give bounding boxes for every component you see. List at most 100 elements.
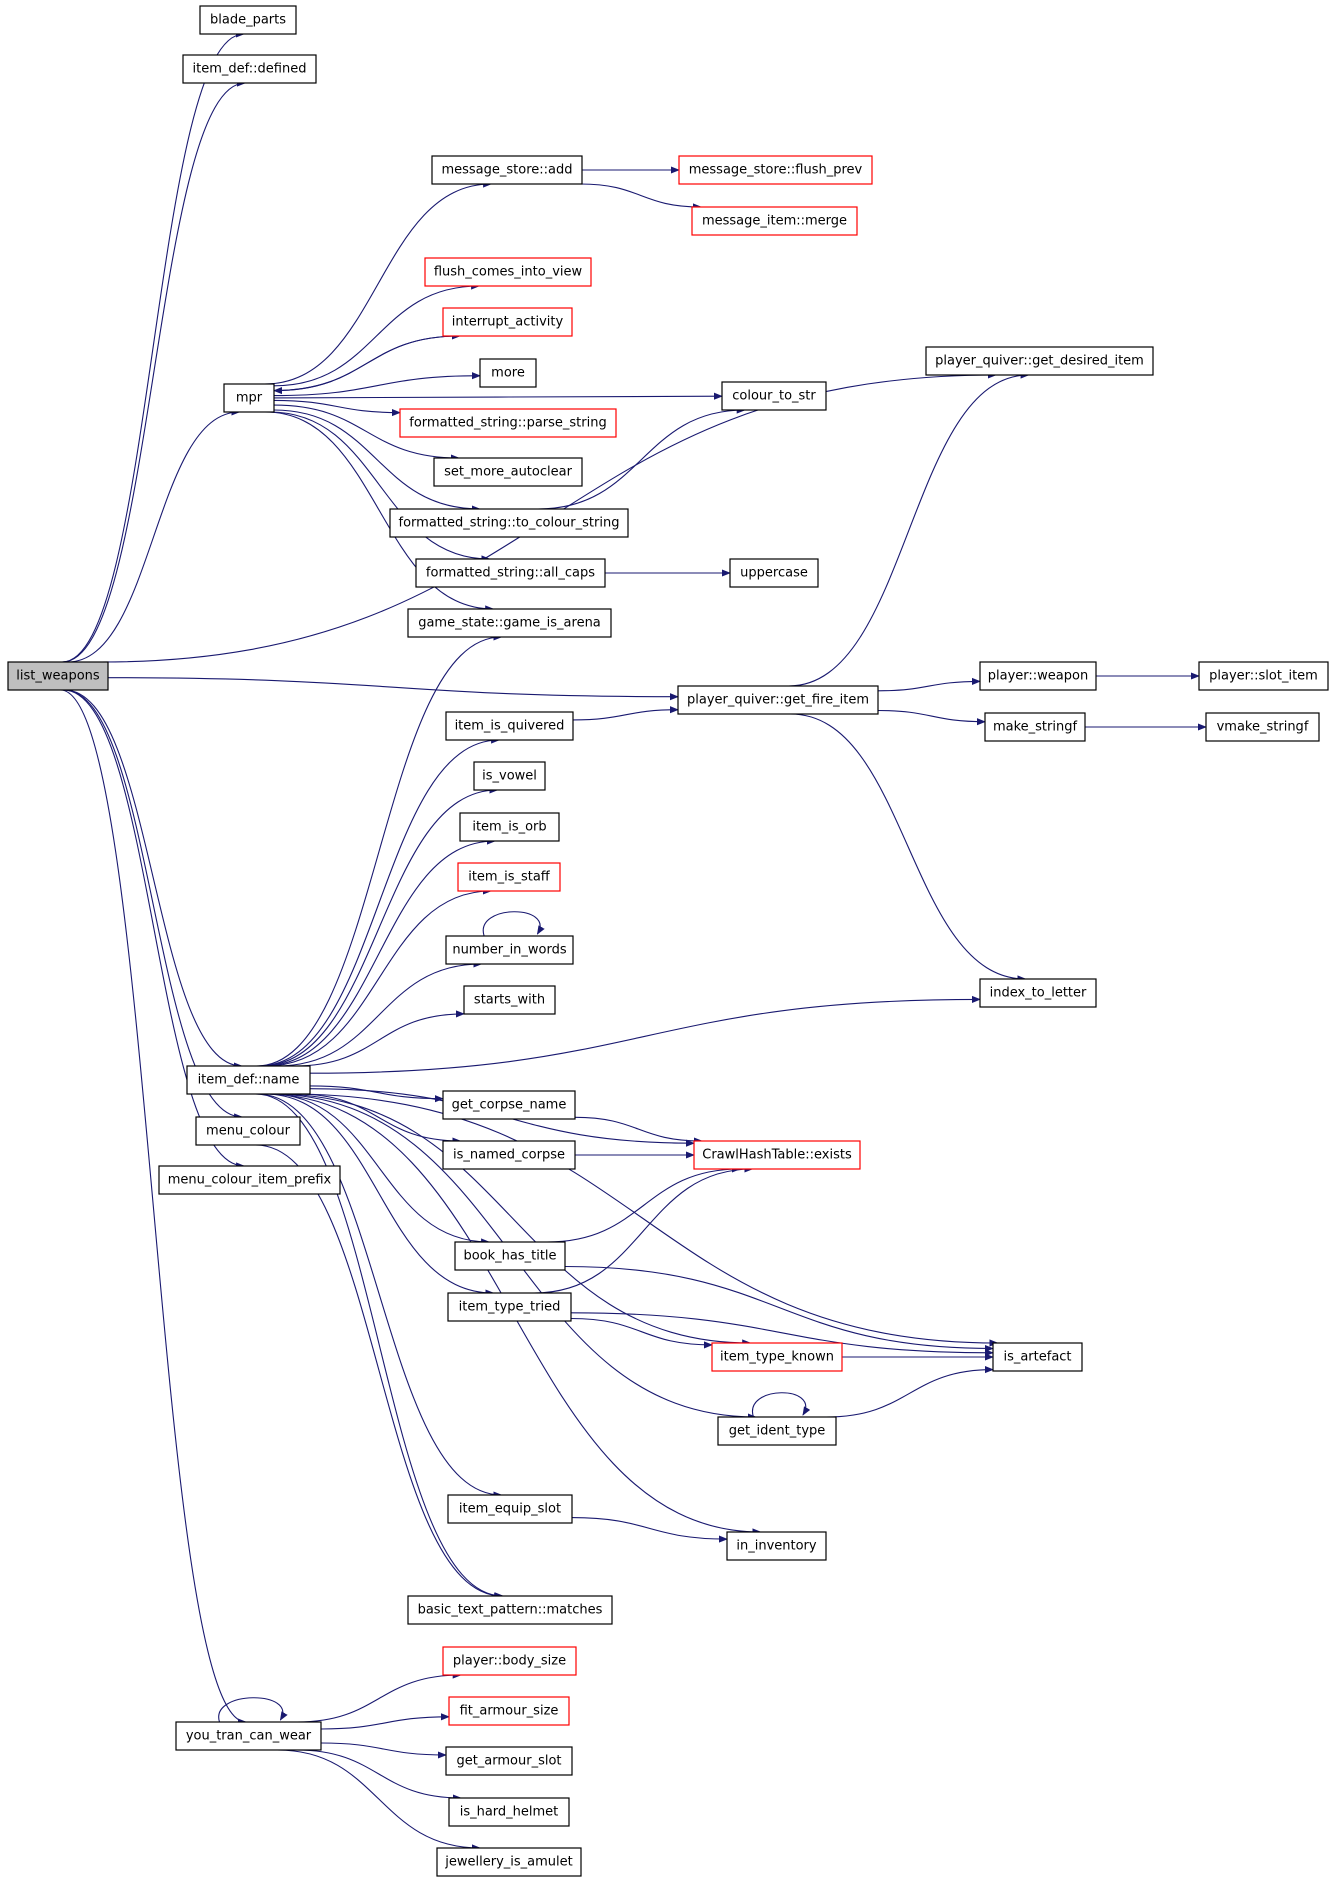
node-in_inventory[interactable]: in_inventory [726, 1531, 827, 1561]
node-box-is_hard_helmet[interactable] [448, 1797, 570, 1827]
node-item_def_name[interactable]: item_def::name [186, 1065, 311, 1095]
node-box-item_is_orb[interactable] [459, 812, 560, 842]
node-box-starts_with[interactable] [463, 985, 556, 1015]
node-interrupt_activity[interactable]: interrupt_activity [442, 307, 573, 337]
node-box-menu_colour_item_prefix[interactable] [158, 1165, 341, 1195]
node-is_vowel[interactable]: is_vowel [473, 761, 546, 791]
node-box-flush_comes_into_view[interactable] [424, 257, 592, 287]
node-box-formatted_string_to_colour_string[interactable] [389, 508, 629, 538]
node-box-item_def_defined[interactable] [182, 54, 317, 84]
node-player_quiver_get_fire_item[interactable]: player_quiver::get_fire_item [677, 685, 879, 715]
node-is_artefact[interactable]: is_artefact [992, 1342, 1083, 1372]
node-box-jewellery_is_amulet[interactable] [436, 1847, 582, 1877]
node-menu_colour_item_prefix[interactable]: menu_colour_item_prefix [158, 1165, 341, 1195]
node-more[interactable]: more [479, 358, 537, 388]
node-formatted_string_all_caps[interactable]: formatted_string::all_caps [415, 558, 606, 588]
node-flush_comes_into_view[interactable]: flush_comes_into_view [424, 257, 592, 287]
node-blade_parts[interactable]: blade_parts [199, 5, 297, 35]
node-box-get_corpse_name[interactable] [442, 1090, 576, 1120]
node-get_armour_slot[interactable]: get_armour_slot [445, 1746, 573, 1776]
node-you_tran_can_wear[interactable]: you_tran_can_wear [175, 1721, 322, 1751]
node-game_state_game_is_arena[interactable]: game_state::game_is_arena [407, 608, 612, 638]
node-box-player_quiver_get_desired_item[interactable] [925, 346, 1154, 376]
node-index_to_letter[interactable]: index_to_letter [979, 978, 1097, 1008]
node-box-player_slot_item[interactable] [1198, 661, 1329, 691]
node-item_is_staff[interactable]: item_is_staff [457, 862, 561, 892]
node-box-fit_armour_size[interactable] [448, 1696, 570, 1726]
node-player_quiver_get_desired_item[interactable]: player_quiver::get_desired_item [925, 346, 1154, 376]
node-item_is_quivered[interactable]: item_is_quivered [445, 711, 574, 741]
node-box-is_artefact[interactable] [992, 1342, 1083, 1372]
node-item_equip_slot[interactable]: item_equip_slot [447, 1494, 573, 1524]
node-box-player_body_size[interactable] [442, 1646, 577, 1676]
node-box-item_type_known[interactable] [711, 1342, 843, 1372]
node-message_store_add[interactable]: message_store::add [431, 155, 583, 185]
node-box-get_ident_type[interactable] [717, 1416, 837, 1446]
node-starts_with[interactable]: starts_with [463, 985, 556, 1015]
node-box-make_stringf[interactable] [984, 712, 1086, 742]
node-box-player_quiver_get_fire_item[interactable] [677, 685, 879, 715]
node-box-is_named_corpse[interactable] [442, 1140, 576, 1170]
node-item_is_orb[interactable]: item_is_orb [459, 812, 560, 842]
node-item_type_tried[interactable]: item_type_tried [447, 1292, 572, 1322]
node-player_weapon[interactable]: player::weapon [979, 661, 1097, 691]
node-is_hard_helmet[interactable]: is_hard_helmet [448, 1797, 570, 1827]
node-box-more[interactable] [479, 358, 537, 388]
node-box-vmake_stringf[interactable] [1205, 712, 1320, 742]
node-box-list_weapons[interactable] [7, 661, 109, 691]
node-box-game_state_game_is_arena[interactable] [407, 608, 612, 638]
node-fit_armour_size[interactable]: fit_armour_size [448, 1696, 570, 1726]
node-box-player_weapon[interactable] [979, 661, 1097, 691]
node-list_weapons[interactable]: list_weapons [7, 661, 109, 691]
node-box-is_vowel[interactable] [473, 761, 546, 791]
node-box-item_is_staff[interactable] [457, 862, 561, 892]
node-box-index_to_letter[interactable] [979, 978, 1097, 1008]
node-basic_text_pattern_matches[interactable]: basic_text_pattern::matches [407, 1595, 613, 1625]
node-box-item_is_quivered[interactable] [445, 711, 574, 741]
node-item_def_defined[interactable]: item_def::defined [182, 54, 317, 84]
node-box-basic_text_pattern_matches[interactable] [407, 1595, 613, 1625]
node-box-formatted_string_all_caps[interactable] [415, 558, 606, 588]
node-formatted_string_to_colour_string[interactable]: formatted_string::to_colour_string [389, 508, 629, 538]
node-item_type_known[interactable]: item_type_known [711, 1342, 843, 1372]
node-box-item_equip_slot[interactable] [447, 1494, 573, 1524]
node-box-message_item_merge[interactable] [691, 206, 858, 236]
node-uppercase[interactable]: uppercase [729, 558, 819, 588]
node-box-book_has_title[interactable] [454, 1241, 566, 1271]
node-box-interrupt_activity[interactable] [442, 307, 573, 337]
node-box-menu_colour[interactable] [195, 1116, 301, 1146]
node-box-in_inventory[interactable] [726, 1531, 827, 1561]
node-vmake_stringf[interactable]: vmake_stringf [1205, 712, 1320, 742]
node-box-uppercase[interactable] [729, 558, 819, 588]
node-is_named_corpse[interactable]: is_named_corpse [442, 1140, 576, 1170]
node-box-message_store_add[interactable] [431, 155, 583, 185]
node-box-message_store_flush_prev[interactable] [678, 155, 873, 185]
node-get_ident_type[interactable]: get_ident_type [717, 1416, 837, 1446]
node-box-item_type_tried[interactable] [447, 1292, 572, 1322]
node-box-formatted_string_parse_string[interactable] [399, 408, 617, 438]
node-box-crawl_hash_table_exists[interactable] [693, 1140, 861, 1170]
node-box-get_armour_slot[interactable] [445, 1746, 573, 1776]
node-message_store_flush_prev[interactable]: message_store::flush_prev [678, 155, 873, 185]
node-get_corpse_name[interactable]: get_corpse_name [442, 1090, 576, 1120]
node-make_stringf[interactable]: make_stringf [984, 712, 1086, 742]
node-menu_colour[interactable]: menu_colour [195, 1116, 301, 1146]
node-box-you_tran_can_wear[interactable] [175, 1721, 322, 1751]
node-box-mpr[interactable] [223, 383, 275, 413]
node-box-set_more_autoclear[interactable] [433, 457, 583, 487]
node-message_item_merge[interactable]: message_item::merge [691, 206, 858, 236]
node-number_in_words[interactable]: number_in_words [445, 935, 574, 965]
node-player_slot_item[interactable]: player::slot_item [1198, 661, 1329, 691]
node-colour_to_str[interactable]: colour_to_str [721, 381, 827, 411]
node-box-colour_to_str[interactable] [721, 381, 827, 411]
node-formatted_string_parse_string[interactable]: formatted_string::parse_string [399, 408, 617, 438]
node-crawl_hash_table_exists[interactable]: CrawlHashTable::exists [693, 1140, 861, 1170]
node-box-number_in_words[interactable] [445, 935, 574, 965]
node-player_body_size[interactable]: player::body_size [442, 1646, 577, 1676]
node-mpr[interactable]: mpr [223, 383, 275, 413]
node-box-item_def_name[interactable] [186, 1065, 311, 1095]
node-box-blade_parts[interactable] [199, 5, 297, 35]
node-jewellery_is_amulet[interactable]: jewellery_is_amulet [436, 1847, 582, 1877]
node-book_has_title[interactable]: book_has_title [454, 1241, 566, 1271]
node-set_more_autoclear[interactable]: set_more_autoclear [433, 457, 583, 487]
